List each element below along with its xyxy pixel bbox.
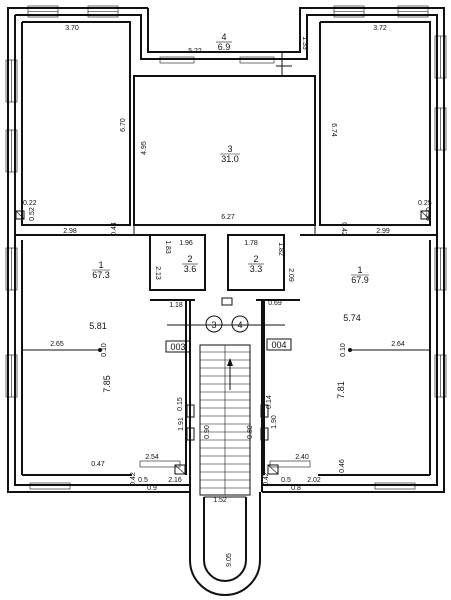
dimension-label: 0.50 — [424, 207, 431, 221]
marker-circle-a — [205, 315, 223, 333]
dimension-label: 1.90 — [271, 415, 278, 429]
dimensions: 3.70 3.72 5.22 1.33 6.70 6.74 4.95 6.27 … — [23, 25, 432, 567]
dimension-label: 0.9 — [147, 485, 157, 492]
tag-left: 003 — [170, 342, 185, 352]
dimension-label: 4.95 — [141, 141, 148, 155]
dimension-label: 2.13 — [154, 266, 161, 280]
dimension-label: 6.70 — [120, 118, 127, 132]
dimension-label: 0.80 — [247, 425, 254, 439]
dimension-label: 0.10 — [101, 343, 108, 357]
dimension-label: 1.82 — [277, 242, 284, 256]
tag-left-box — [165, 340, 191, 353]
dimension-label: 2.98 — [63, 228, 77, 235]
dimension-label: 5.74 — [343, 313, 361, 323]
dimension-label: 0.8 — [291, 485, 301, 492]
room-area: 67.3 — [92, 270, 110, 280]
dimension-label: 2.64 — [391, 341, 405, 348]
dimension-label: 0.25 — [418, 200, 432, 207]
dimension-label: 0.22 — [23, 200, 37, 207]
dimension-label: 1.33 — [301, 36, 308, 50]
room-number: 1 — [98, 260, 103, 270]
marker-circle-b-label: 4 — [237, 320, 242, 330]
dimension-label: 2.99 — [376, 228, 390, 235]
tag-right: 004 — [271, 340, 286, 350]
dimension-label: 0.15 — [177, 397, 184, 411]
dimension-label: 5.22 — [188, 48, 202, 55]
section-markers: 3 4 003 004 — [165, 315, 292, 353]
dimension-label: 1.83 — [164, 240, 171, 254]
dimension-label: 0.44 — [111, 222, 118, 236]
dimension-label: 0.5 — [281, 477, 291, 484]
dimension-label: 7.85 — [102, 375, 112, 393]
dimension-label: 1.78 — [244, 240, 258, 247]
dimension-label: 6.27 — [221, 214, 235, 221]
dimension-label: 1.96 — [179, 240, 193, 247]
dimension-label: 2.65 — [50, 341, 64, 348]
dimension-label: 1.52 — [213, 497, 227, 504]
room-number: 1 — [357, 265, 362, 275]
dimension-label: 2.16 — [168, 477, 182, 484]
outer-walls — [7, 7, 445, 493]
dimension-label: 6.74 — [330, 123, 337, 137]
dimension-label: 0.46 — [339, 459, 346, 473]
dimension-label: 0.42 — [263, 472, 270, 486]
dimension-label: 9.05 — [226, 553, 233, 567]
room-area: 31.0 — [221, 154, 239, 164]
entrance-ramp — [189, 492, 261, 596]
dimension-label: 0.5 — [138, 477, 148, 484]
dimension-label: 0.47 — [91, 461, 105, 468]
room-number: 2 — [253, 254, 258, 264]
marker-circle-a-label: 3 — [211, 320, 216, 330]
dimension-label: 2.40 — [295, 454, 309, 461]
room-area: 6.9 — [218, 42, 231, 52]
windows — [5, 5, 447, 490]
dimension-label: 0.14 — [266, 395, 273, 409]
room-labels: 4 6.9 3 31.0 2 3.6 2 3.3 1 67.3 1 67.9 — [92, 32, 369, 285]
dimension-label: 0.10 — [340, 343, 347, 357]
room-area: 3.3 — [250, 264, 263, 274]
interior-walls — [15, 21, 437, 476]
dimension-label: 0.42 — [340, 222, 347, 236]
dimension-label: 2.02 — [307, 477, 321, 484]
dimension-label: 2.54 — [145, 454, 159, 461]
dimension-label: 0.42 — [130, 472, 137, 486]
dimension-label: 5.81 — [89, 321, 107, 331]
fixtures — [15, 52, 430, 475]
dimension-label: 0.90 — [204, 425, 211, 439]
room-number: 4 — [221, 32, 226, 42]
dimension-label: 2.09 — [287, 268, 294, 282]
dimension-label: 3.72 — [373, 25, 387, 32]
marker-circle-b — [231, 315, 249, 333]
tag-right-box — [266, 338, 292, 351]
dimension-label: 3.70 — [65, 25, 79, 32]
dimension-label: 1.91 — [178, 417, 185, 431]
room-area: 67.9 — [351, 275, 369, 285]
staircase — [189, 297, 263, 496]
dimension-label: 0.52 — [29, 207, 36, 221]
dimension-label: 7.81 — [336, 381, 346, 399]
dimension-label: 1.18 — [169, 302, 183, 309]
room-number: 2 — [187, 254, 192, 264]
room-area: 3.6 — [184, 264, 197, 274]
room-number: 3 — [227, 144, 232, 154]
dimension-label: 0.69 — [268, 300, 282, 307]
